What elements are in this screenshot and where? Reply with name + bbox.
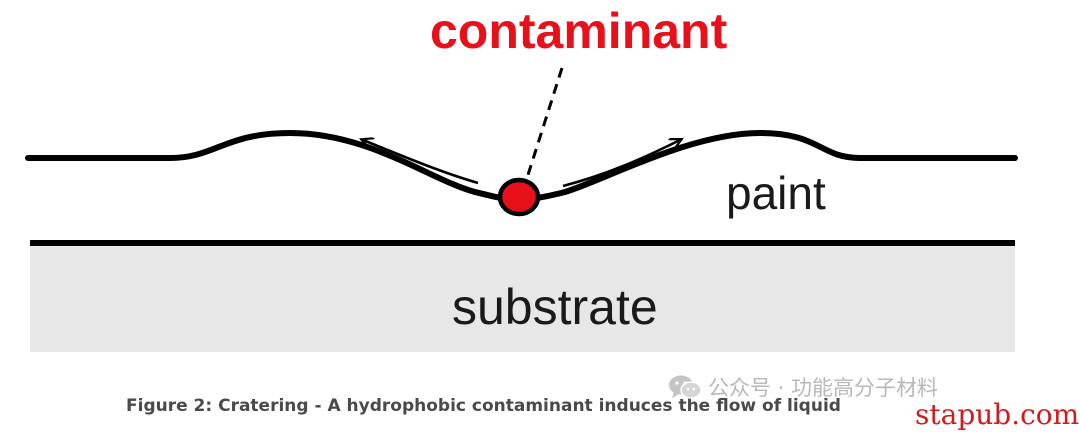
contaminant-label: contaminant	[430, 3, 728, 59]
paint-label: paint	[726, 167, 826, 219]
substrate-label: substrate	[452, 279, 658, 335]
contaminant-droplet	[497, 177, 541, 217]
wechat-watermark: 公众号 · 功能高分子材料	[668, 372, 938, 402]
flow-arrow-left-icon	[363, 140, 479, 185]
contaminant-leader-line	[525, 67, 564, 179]
figure-caption: Figure 2: Cratering - A hydrophobic cont…	[126, 396, 841, 416]
substrate-block	[30, 244, 1015, 352]
wechat-icon	[668, 374, 702, 400]
site-watermark: stapub.com	[915, 398, 1080, 431]
wechat-watermark-text: 公众号 · 功能高分子材料	[708, 376, 939, 400]
flow-arrow-right-icon	[562, 140, 680, 188]
